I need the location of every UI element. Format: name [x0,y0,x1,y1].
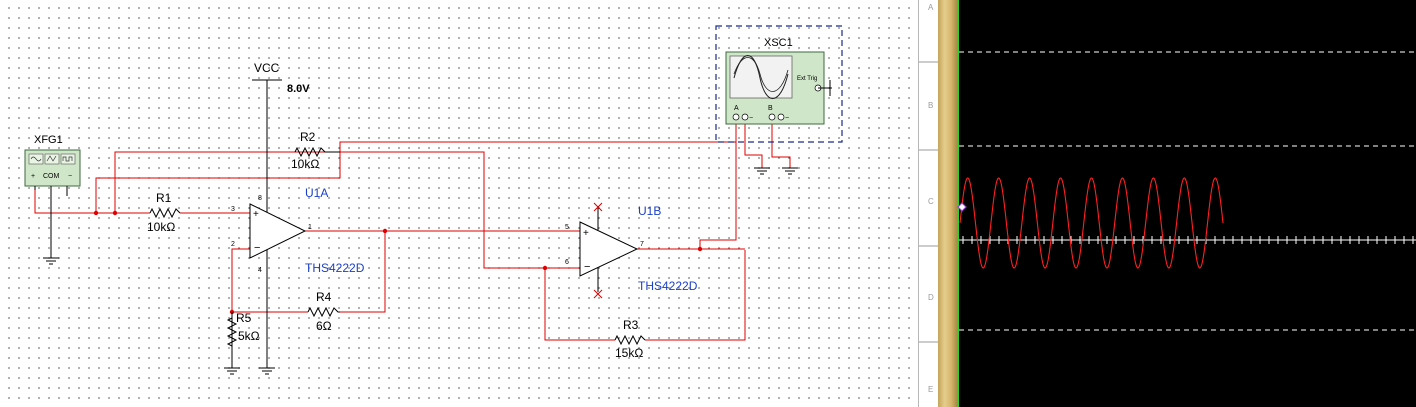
u1a-pin-plus: 3 [231,206,235,213]
wire-r2-loop[interactable] [114,151,340,213]
ruler-letter: B [928,101,934,110]
junction-dot [93,210,99,216]
triangle-wave-icon [46,155,57,162]
r2-value: 10kΩ [291,157,319,171]
xsc1-channel-a: A [734,105,739,112]
u1a-pin-out: 1 [308,224,312,231]
resistor-r4[interactable]: R4 6Ω [307,290,340,333]
vcc-value: 8.0V [287,83,310,95]
junction-dot [112,210,118,216]
resistor-r3[interactable]: R3 15kΩ [614,318,646,360]
scope-trace [959,177,1224,269]
wire-u1b-out-to-scope[interactable] [699,120,737,249]
oscilloscope-display [957,0,1416,407]
ruler-letter: A [928,3,934,12]
r3-value: 15kΩ [615,346,643,360]
u1b-part: THS4222D [638,279,698,293]
sine-wave-icon [30,156,42,162]
svg-text:−: − [749,115,753,122]
r1-value: 10kΩ [147,220,175,234]
fg-terminal-plus: + [31,173,35,180]
scope-grid [959,51,1416,331]
u1a-ref: U1A [305,186,328,200]
opamp-u1b[interactable]: + − 5 6 7 U1B THS4222D [565,204,698,293]
ruler-letter: E [928,385,934,394]
svg-text:−: − [254,242,260,254]
u1b-ref: U1B [638,204,661,218]
ground-icon [43,257,59,265]
r3-ref: R3 [623,318,639,332]
u1b-pin-minus: 6 [565,259,569,266]
junction-dot [542,265,548,271]
xsc1-label: XSC1 [764,37,793,49]
function-generator-xfg1[interactable]: XFG1 + COM − [24,134,81,196]
wire-u1a-minus[interactable] [231,248,250,312]
window-splitter[interactable] [938,0,957,407]
xsc1-ext-trig: Ext Trig [797,76,817,82]
vcc-label: VCC [254,61,280,75]
ruler-letter: D [928,293,934,302]
vcc-source[interactable]: VCC 8.0V [252,61,310,95]
u1a-part: THS4222D [305,261,365,275]
resistor-r1[interactable]: R1 10kΩ [147,191,181,234]
svg-text:−: − [785,115,789,122]
wire-r2-right[interactable] [340,151,580,269]
u1b-pin-plus: 5 [565,224,569,231]
u1a-pin-minus: 2 [231,241,235,248]
wire-u1b-minus-feedback[interactable] [544,268,615,341]
ground-icon [259,367,275,375]
r4-ref: R4 [316,290,332,304]
r4-value: 6Ω [316,319,332,333]
svg-text:−: − [584,261,590,273]
u1a-pin-vplus: 8 [258,195,262,202]
u1a-pin-vminus: 4 [258,267,262,274]
junction-dot [382,228,388,234]
svg-text:+: + [583,228,589,239]
ground-icon [754,167,770,175]
ground-symbols [43,167,798,375]
wire-r3-right[interactable] [645,250,746,341]
wires [34,120,791,341]
square-wave-icon [62,156,73,162]
sheet-border-ruler: A B C D E [918,0,939,407]
r2-ref: R2 [300,130,316,144]
xfg1-label: XFG1 [34,134,63,146]
resistor-r2[interactable]: R2 10kΩ [291,130,340,171]
schematic-canvas[interactable]: VCC 8.0V XFG1 + COM − R1 10kΩ R2 10kΩ R3… [0,0,918,407]
ruler-letter: C [928,197,934,206]
no-connect-marks [593,202,603,299]
ground-icon [782,167,798,175]
ground-wires [50,80,599,368]
wire-scope-a-gnd[interactable] [744,120,763,168]
junction-dot [697,246,703,252]
oscilloscope-xsc1[interactable]: XSC1 Ext Trig A B − − [715,25,843,143]
fg-terminal-minus: − [68,173,72,180]
r5-value: 5kΩ [238,329,260,343]
ground-icon [224,367,240,375]
svg-text:+: + [253,209,259,220]
wire-scope-b-gnd[interactable] [771,120,791,168]
scope-sine-icon [733,55,789,99]
wire-fg-plus[interactable] [34,186,96,214]
resistor-r5[interactable]: R5 5kΩ [226,311,260,352]
xsc1-channel-b: B [768,105,773,112]
r1-ref: R1 [156,191,172,205]
r5-ref: R5 [236,311,252,325]
junctions [93,210,703,315]
wire-r4-feedback[interactable] [340,231,386,313]
u1b-pin-out: 7 [640,241,644,248]
scope-trigger-marker [957,202,967,212]
opamp-u1a[interactable]: + − 3 2 1 8 4 U1A THS4222D [231,186,365,275]
fg-terminal-com: COM [43,173,60,180]
wire-input-to-scope-a[interactable] [95,120,737,213]
